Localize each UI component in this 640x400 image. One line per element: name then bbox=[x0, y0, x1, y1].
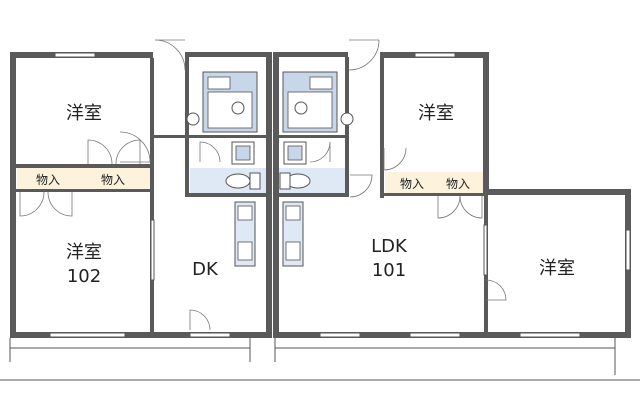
label-101-ldk: LDK bbox=[371, 236, 408, 257]
storage-101-fill bbox=[385, 172, 485, 194]
label-102-dk: DK bbox=[192, 259, 219, 280]
wall-101-right-upper bbox=[483, 52, 489, 192]
wall-101-top-left bbox=[273, 52, 348, 57]
wall-102-left bbox=[10, 52, 16, 338]
storage-102-fill bbox=[17, 168, 152, 190]
wall-102-wet-bottom bbox=[189, 193, 267, 197]
wall-102-entry-top bbox=[185, 52, 272, 57]
toilet-101-tank bbox=[279, 172, 291, 190]
window-101-right bbox=[625, 229, 631, 271]
wall-102-bottom bbox=[10, 332, 272, 338]
label-102-western-top: 洋室 bbox=[66, 103, 102, 124]
label-101-western-right: 洋室 bbox=[539, 258, 575, 279]
unit-number-102: 102 bbox=[67, 266, 101, 287]
window-101-ldk-side bbox=[483, 224, 488, 276]
sink-102 bbox=[237, 241, 253, 261]
bath-101-basin-area bbox=[287, 91, 333, 129]
window-102-bottom-left bbox=[49, 332, 126, 338]
door-102-storage-c bbox=[19, 191, 45, 217]
door-101-western-top bbox=[383, 147, 407, 171]
label-101-western-top: 洋室 bbox=[418, 103, 454, 124]
label-102-storage-right: 物入 bbox=[101, 173, 125, 187]
wall-102-hall-top bbox=[154, 135, 185, 138]
wall-102-wet-left bbox=[185, 57, 189, 197]
toilet-102 bbox=[225, 173, 251, 189]
label-101-storage-right: 物入 bbox=[446, 177, 470, 191]
washbasin-101-bowl bbox=[287, 145, 303, 161]
label-102-storage-left: 物入 bbox=[36, 173, 60, 187]
door-102-entry bbox=[154, 39, 186, 71]
window-101-bottom-c bbox=[519, 332, 581, 338]
door-102-bath bbox=[199, 141, 221, 163]
bath-102-drain bbox=[231, 101, 245, 115]
door-101-western-right bbox=[485, 279, 507, 301]
wall-101-storage-bottom bbox=[384, 193, 484, 196]
window-102-top bbox=[54, 52, 96, 58]
wall-101-wet-bottom bbox=[279, 193, 349, 197]
door-101-bath bbox=[309, 141, 331, 163]
stove-102 bbox=[237, 205, 253, 221]
wall-101-wet-right bbox=[345, 57, 349, 197]
wall-102-dk-left bbox=[150, 58, 154, 334]
bath-102-basin-area bbox=[207, 91, 253, 129]
bathtub-102-inner bbox=[207, 76, 231, 90]
window-101-top bbox=[414, 52, 456, 58]
stove-101 bbox=[285, 205, 301, 221]
unit-number-101: 101 bbox=[372, 260, 406, 281]
wall-102-right bbox=[266, 52, 272, 338]
door-101-storage-b bbox=[459, 195, 483, 219]
wall-102-bath-bottom bbox=[189, 135, 267, 138]
door-102-western-top bbox=[119, 131, 151, 163]
toilet-102-tank bbox=[249, 172, 261, 190]
label-101-storage-left: 物入 bbox=[400, 177, 424, 191]
window-102-bottom-right bbox=[189, 332, 231, 338]
door-102-storage-a bbox=[87, 139, 113, 165]
wall-101-left bbox=[273, 52, 279, 338]
door-101-storage-a bbox=[437, 195, 461, 219]
door-102-dk bbox=[189, 309, 211, 331]
window-102-dk-side bbox=[150, 219, 155, 281]
door-102-storage-b bbox=[115, 139, 141, 165]
bath-101-drain bbox=[294, 101, 308, 115]
wall-102-storage-top bbox=[16, 164, 152, 168]
wall-101-step-top bbox=[483, 189, 631, 195]
door-101-hall bbox=[349, 174, 373, 198]
door-102-storage-d bbox=[47, 191, 73, 217]
wall-101-bath-bottom bbox=[279, 135, 345, 138]
unit-101: 洋室 物入 物入 LDK 101 洋室 bbox=[273, 39, 631, 338]
window-101-bottom-b bbox=[409, 332, 461, 338]
unit-102: 洋室 物入 物入 洋室 102 DK bbox=[10, 39, 272, 338]
label-102-western-bottom: 洋室 bbox=[66, 242, 102, 263]
bathtub-101-inner bbox=[309, 76, 333, 90]
balcony-lines bbox=[0, 338, 640, 381]
washbasin-102-bowl bbox=[235, 145, 251, 161]
mirror-102 bbox=[186, 112, 200, 126]
sink-101 bbox=[285, 241, 301, 261]
window-101-bottom-a bbox=[319, 332, 361, 338]
door-101-entry bbox=[348, 39, 380, 71]
wall-101-western-left bbox=[380, 58, 384, 198]
wall-102-storage-bottom bbox=[16, 189, 152, 192]
mirror-101 bbox=[340, 112, 354, 126]
